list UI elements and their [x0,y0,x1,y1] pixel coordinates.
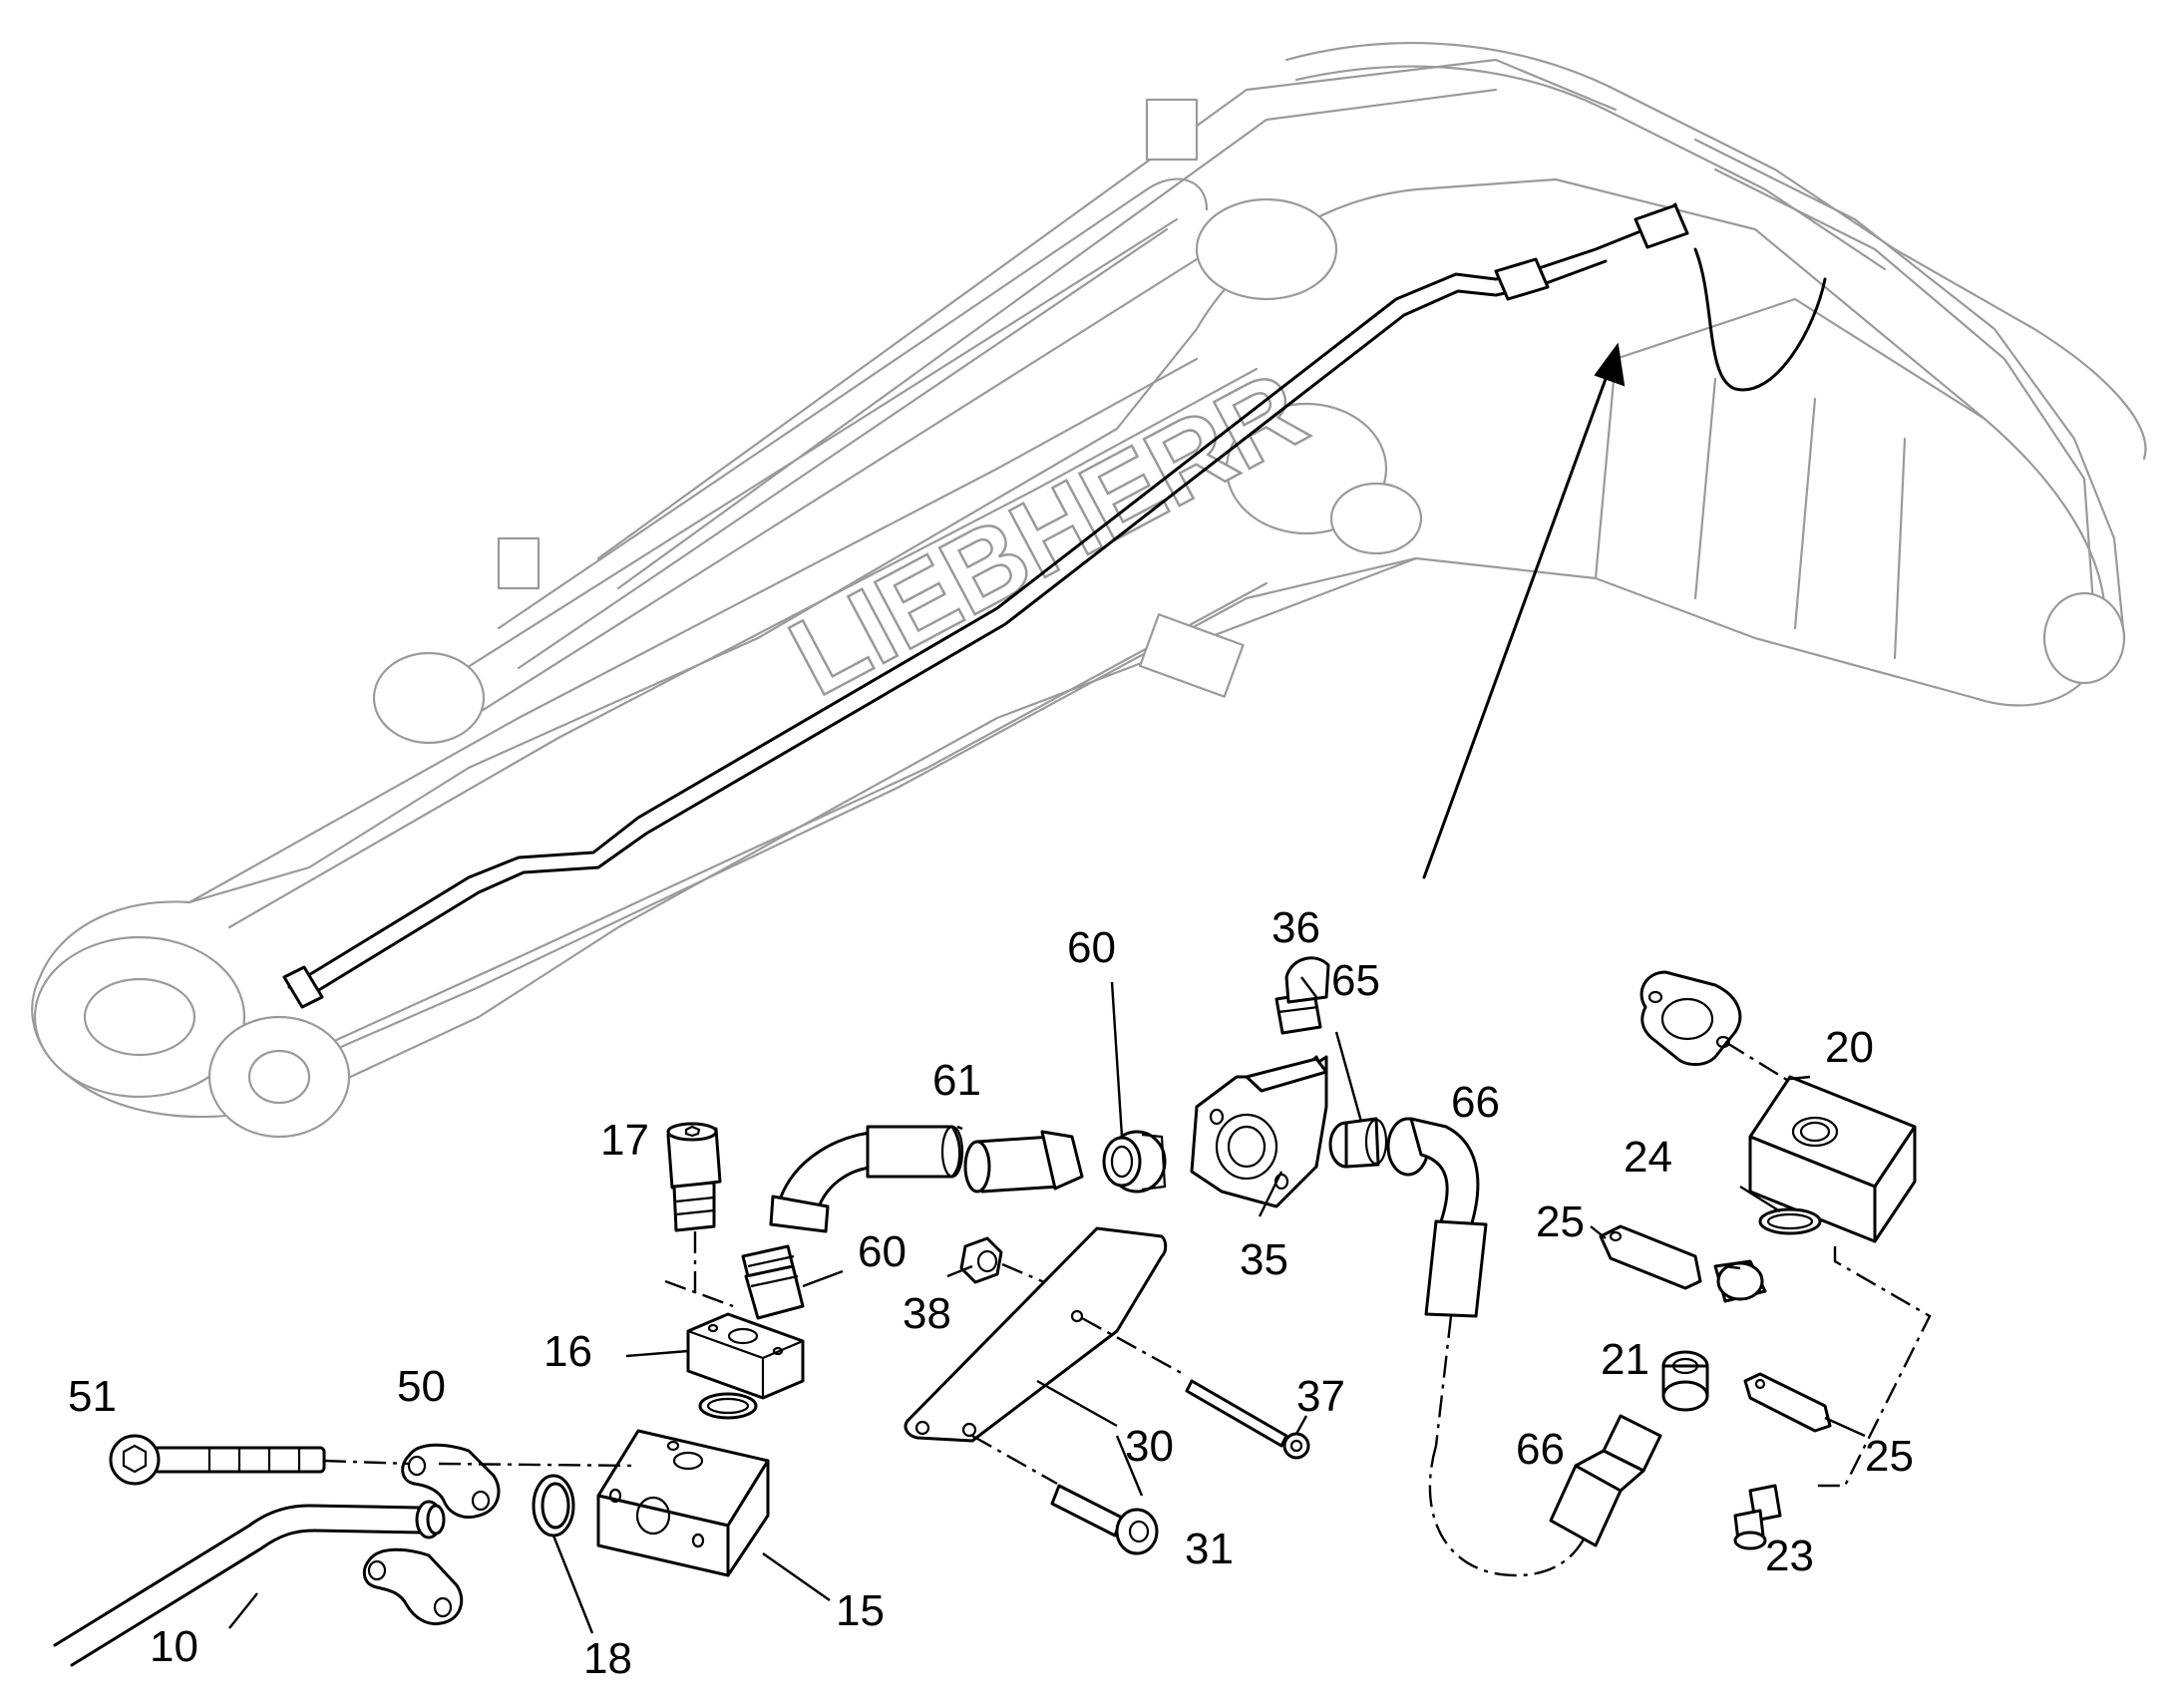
part-38-nut [959,1236,1078,1298]
part-21-seal-upper [1713,1259,1767,1303]
part-20-flange-block [1639,970,1917,1243]
part-35-valve-body [1190,1055,1328,1208]
part-50-split-flange [362,1443,501,1626]
part-24-o-ring [1758,1207,1822,1235]
part-25-half-flange-upper [1599,1224,1702,1290]
callout-61: 61 [932,1056,981,1105]
callout-50: 50 [397,1362,446,1411]
callout-51: 51 [68,1372,117,1421]
callout-38: 38 [903,1289,951,1338]
callout-60-lower: 60 [858,1227,907,1276]
leader-lines [228,976,1866,1634]
callout-17: 17 [600,1116,649,1165]
callout-21: 21 [1601,1335,1649,1384]
callout-23: 23 [1765,1532,1814,1580]
callout-30: 30 [1125,1422,1174,1471]
part-51-bolt [109,1434,410,1486]
part-36-plug [1274,956,1330,1035]
part-31-bolt [971,1434,1159,1555]
assembly-centerline [1815,1246,1932,1488]
callout-66-lower: 66 [1516,1425,1565,1474]
callout-60-upper: 60 [1067,923,1116,972]
callout-35: 35 [1240,1235,1288,1284]
callout-36: 36 [1272,903,1320,952]
callout-15: 15 [836,1586,885,1635]
part-15-flange-block [438,1429,770,1577]
part-30-bracket [904,1226,1168,1443]
part-25-half-flange-lower [1743,1372,1832,1433]
highlighted-pipe-line [282,202,1827,1009]
part-66-hose-elbow [1386,1117,1588,1577]
part-16-adapter-plate [686,1312,805,1400]
callout-labels: 10 15 16 17 18 20 21 23 24 25 25 30 31 3… [68,903,1914,1683]
callout-65: 65 [1331,956,1380,1005]
callout-16: 16 [544,1327,592,1376]
part-10-pipe [53,1500,446,1667]
part-61-elbow-fitting [769,1125,964,1233]
callout-24: 24 [1624,1133,1672,1182]
callout-20: 20 [1825,1023,1874,1072]
part-o-ring-top [698,1392,758,1420]
callout-66-upper: 66 [1451,1078,1500,1127]
part-23-screw [1733,1484,1782,1550]
part-37-long-bolt [1081,1316,1310,1460]
callout-25-lower: 25 [1865,1432,1914,1481]
part-21-nipple [1661,1350,1709,1412]
detail-pointer-arrow [1422,342,1626,879]
callout-18: 18 [583,1634,632,1683]
part-18-o-ring [532,1474,575,1537]
callout-37: 37 [1296,1372,1345,1421]
part-60-nipple-upper [1102,1130,1167,1194]
part-straight-fitting [963,1130,1084,1194]
callout-10: 10 [150,1622,198,1671]
part-65-nipple [1328,1117,1388,1169]
callout-25-upper: 25 [1536,1197,1585,1246]
callout-31: 31 [1185,1525,1234,1573]
part-17-screw [664,1122,734,1308]
part-66-hose-end [1549,1414,1662,1547]
part-60-nipple-lower [741,1244,805,1320]
